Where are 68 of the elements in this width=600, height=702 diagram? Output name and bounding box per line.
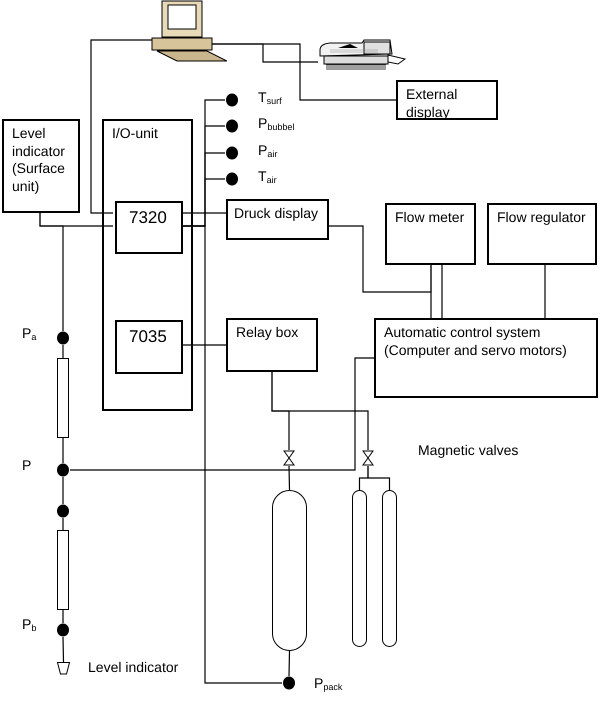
box-label: Flow regulator: [496, 208, 587, 226]
connection-line: [70, 357, 374, 471]
connection-line: [181, 344, 226, 346]
connection-line: [288, 466, 290, 490]
sensor-dot: [225, 119, 239, 133]
connection-line: [181, 225, 282, 684]
connection-line: [288, 650, 290, 676]
vessel: [352, 490, 367, 647]
connection-line: [62, 610, 64, 623]
measurement-label: Level indicator: [88, 660, 178, 674]
connection-line: [181, 212, 226, 214]
box-label: Flow meter: [394, 208, 466, 226]
box-label: I/O-unit: [111, 124, 159, 142]
valve-symbol: [362, 450, 374, 466]
sensor-dot: [56, 331, 70, 345]
sensor-dot: [282, 676, 296, 690]
measurement-label: P$_{b}$: [22, 617, 36, 631]
box-label: External display: [405, 85, 458, 121]
measurement-label: T$_{air}$: [258, 169, 277, 183]
connection-line: [367, 466, 390, 490]
connection-line: [271, 372, 369, 450]
sensor-dot: [225, 146, 239, 160]
component-box: [385, 203, 476, 265]
component-box: [396, 80, 498, 120]
component-box: [487, 203, 597, 265]
sensor-dot: [56, 504, 70, 518]
box-label: 7320: [128, 207, 168, 228]
connection-line: [441, 265, 443, 318]
connection-line: [62, 636, 64, 662]
measurement-label: P$_{bubbel}$: [258, 116, 294, 130]
measurement-label: P$_{a}$: [22, 326, 36, 340]
connection-line: [212, 43, 396, 101]
box-label: Druck display: [233, 204, 320, 222]
measurement-label: P: [22, 458, 32, 472]
sensor-dot: [56, 623, 70, 637]
connection-line: [62, 518, 64, 530]
sensor-element: [57, 530, 69, 610]
vessel: [382, 490, 397, 647]
sensor-dot: [56, 463, 70, 477]
measurement-label: P$_{air}$: [258, 143, 278, 157]
component-box: [226, 199, 329, 240]
box-label: Relay box: [235, 323, 300, 342]
box-label: 7035: [128, 326, 168, 348]
connection-line: [329, 225, 432, 293]
sensor-dot: [225, 172, 239, 186]
component-box: [374, 318, 598, 398]
probe-tip: [57, 662, 70, 677]
sensor-dot: [225, 93, 239, 107]
connection-line: [62, 477, 64, 504]
box-label: Level indicator (Surface unit): [11, 124, 66, 195]
component-box: [115, 201, 183, 254]
connection-line: [39, 213, 64, 331]
valve-symbol: [283, 450, 295, 466]
sensor-element: [57, 358, 69, 438]
measurement-label: T$_{surf}$: [258, 90, 282, 104]
connection-line: [544, 265, 546, 318]
box-label: Automatic control system (Computer and servo motors): [383, 323, 568, 359]
vessel: [272, 490, 307, 651]
component-box: [2, 119, 80, 213]
component-box: [102, 119, 193, 411]
measurement-label: P$_{pack}$: [314, 676, 342, 690]
connection-line: [62, 438, 64, 463]
connection-line: [62, 345, 64, 358]
valves-label: Magnetic valves: [418, 443, 518, 457]
component-box: [226, 318, 318, 372]
connection-line: [90, 39, 152, 214]
component-box: [115, 320, 183, 374]
connection-line: [430, 265, 432, 318]
